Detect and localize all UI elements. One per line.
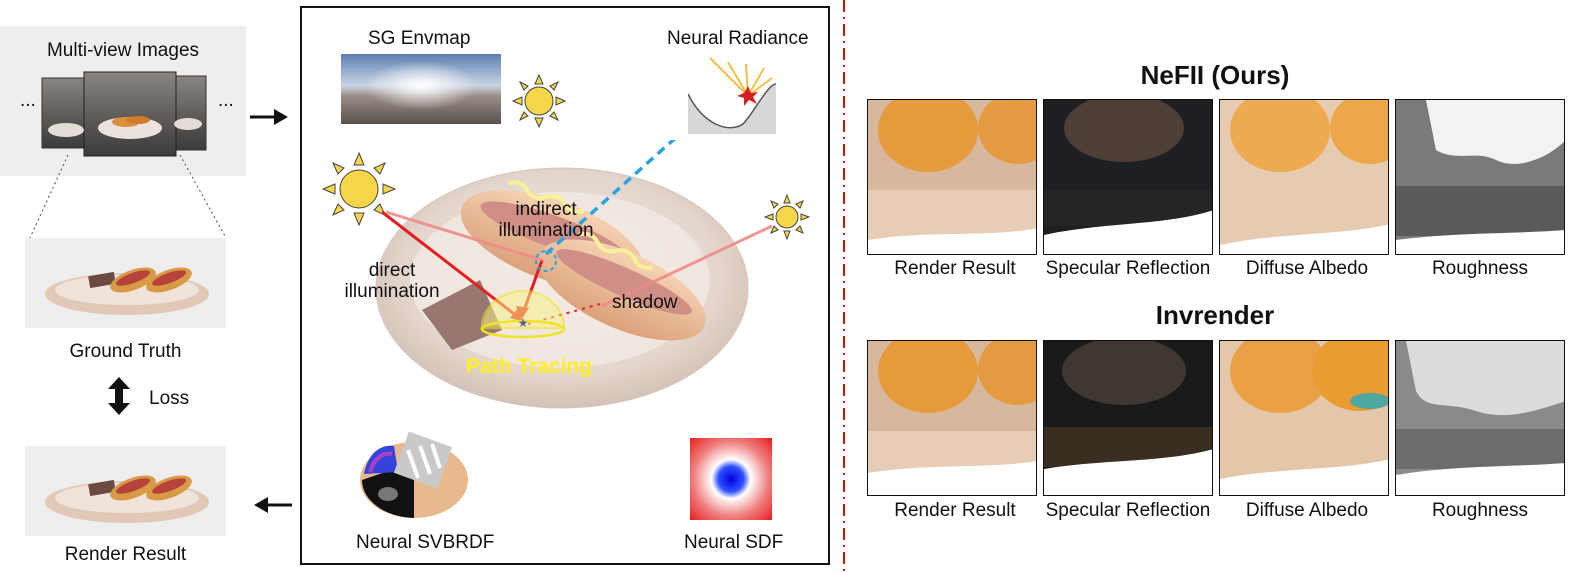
nefii-render-result-panel (867, 99, 1037, 255)
invrender-label-render-result: Render Result (894, 500, 1016, 521)
ground-truth-label: Ground Truth (69, 341, 182, 362)
scene-illustration: ★ (375, 140, 773, 409)
indirect-illumination-label: indirect illumination (498, 199, 594, 241)
nefii-diffuse-albedo-panel (1219, 99, 1389, 255)
invrender-row-title: Invrender (1155, 300, 1275, 330)
sun-icon (764, 194, 810, 240)
nefii-label-diffuse-albedo: Diffuse Albedo (1245, 258, 1369, 279)
nefii-row-title: NeFII (Ours) (1140, 60, 1290, 90)
neural-svbrdf-icon (360, 432, 468, 518)
neural-radiance-label: Neural Radiance (667, 28, 809, 49)
neural-sdf-label: Neural SDF (684, 532, 784, 553)
svg-text:★: ★ (518, 316, 529, 330)
invrender-label-specular: Specular Reflection (1045, 500, 1211, 521)
path-tracing-label: Path Tracing (466, 355, 593, 378)
invrender-render-result-panel (867, 340, 1037, 496)
sg-envmap-image (341, 54, 501, 124)
nefii-label-roughness: Roughness (1431, 258, 1529, 279)
invrender-diffuse-albedo-panel (1219, 340, 1389, 496)
nefii-specular-panel (1043, 99, 1213, 255)
shadow-label: shadow (612, 292, 678, 313)
nefii-roughness-panel (1395, 99, 1565, 255)
neural-sdf-icon (690, 438, 772, 520)
multiview-images-label: Multi-view Images (46, 40, 200, 61)
invrender-label-diffuse-albedo: Diffuse Albedo (1245, 500, 1369, 521)
arrow-right-icon (250, 109, 288, 125)
zoom-guide-lines (29, 154, 227, 239)
direct-illumination-label: direct illumination (344, 260, 440, 302)
nefii-label-render-result: Render Result (894, 258, 1016, 279)
section-divider (843, 0, 845, 572)
dots-right: ... (218, 90, 234, 111)
neural-radiance-icon (688, 57, 776, 134)
nefii-label-specular: Specular Reflection (1045, 258, 1211, 279)
render-result-image (25, 446, 226, 536)
sg-envmap-label: SG Envmap (368, 28, 471, 49)
loss-arrow-icon (108, 377, 130, 415)
ground-truth-image (25, 238, 226, 328)
invrender-label-roughness: Roughness (1431, 500, 1529, 521)
invrender-specular-panel (1043, 340, 1213, 496)
arrow-left-icon (254, 497, 292, 513)
dots-left: ... (20, 90, 36, 111)
sun-icon (322, 152, 396, 226)
render-result-label: Render Result (64, 544, 187, 565)
multiview-image-stack (41, 71, 207, 157)
neural-svbrdf-label: Neural SVBRDF (356, 532, 495, 553)
invrender-roughness-panel (1395, 340, 1565, 496)
loss-label: Loss (149, 388, 190, 409)
sun-icon (512, 74, 566, 128)
